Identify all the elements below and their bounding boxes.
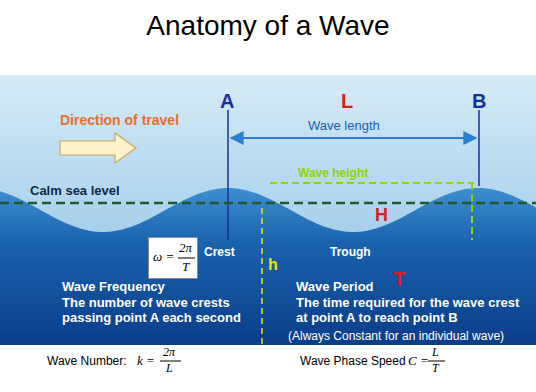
point-letter: A [220,90,234,113]
frequency-text: The number of wave crests passing point … [62,296,252,326]
trough-label: Trough [330,246,371,260]
wave-height-line [270,182,474,184]
sea-level-label: Calm sea level [30,184,120,199]
point-a-line [227,110,229,240]
wave-height-line [471,183,473,240]
fraction-bottom: T [182,260,189,275]
fraction-top: L [432,346,439,360]
depth-line [261,208,263,345]
formula-symbol: C = [408,354,429,369]
crest-label: Crest [204,246,235,260]
depth-letter: h [268,256,278,274]
wavelength-arrow [231,137,476,139]
fraction-bottom: T [432,362,439,376]
fraction-top: 2π [163,346,175,360]
fraction-bar [178,258,195,259]
formula-name: Wave Phase Speed [300,355,406,369]
direction-label: Direction of travel [60,112,179,128]
wave-height-label: Wave height [298,167,368,181]
fraction-top: 2π [179,241,192,256]
period-text: The time required for the wave crest at … [296,296,528,326]
period-heading: Wave Period [296,280,374,295]
formula-box: ω = 2πT [148,237,198,279]
length-letter: L [341,90,353,113]
point-b-line [478,110,480,186]
sky [0,75,536,345]
wavelength-label: Wave length [308,119,380,134]
fraction-bottom: L [166,362,173,376]
note: (Always Constant for an individual wave) [288,330,504,344]
formula-name: Wave Number: [47,355,127,369]
frequency-heading: Wave Frequency [62,280,165,295]
sea [0,188,536,345]
formula-symbol: k = [137,354,155,369]
formula-symbol: ω = [153,250,174,265]
height-letter: H [375,205,388,226]
travel-arrow [60,133,136,163]
title: Anatomy of a Wave [0,10,536,42]
point-letter: B [472,90,486,113]
sea-level-line [0,202,536,205]
period-letter: T [393,268,405,291]
